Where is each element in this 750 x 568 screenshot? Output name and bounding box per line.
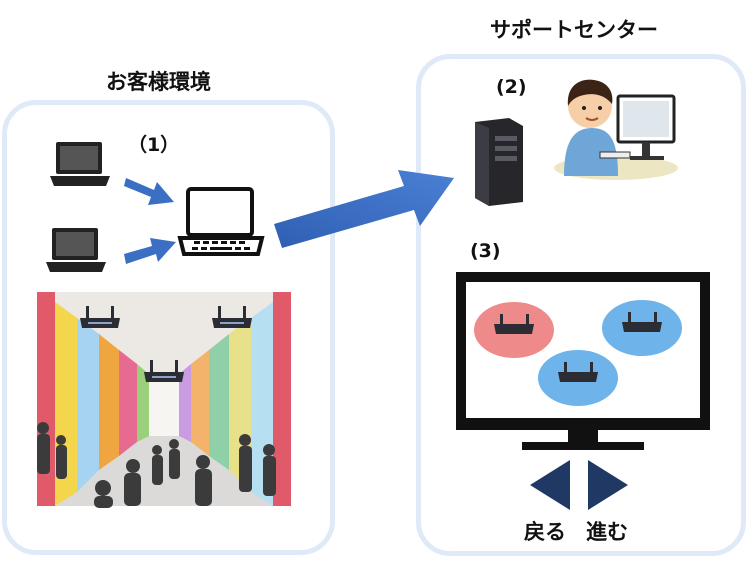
shopping-mall-illustration: [37, 292, 291, 508]
monitoring-display: [456, 272, 710, 450]
client-laptop-icon: [46, 228, 106, 272]
data-transfer-arrow: [274, 170, 454, 248]
customer-environment-title: お客様環境: [106, 70, 211, 94]
step-1-label: （1）: [128, 134, 180, 156]
step-2-label: (2): [496, 76, 527, 98]
main-laptop-icon: [177, 187, 265, 256]
wireless-router-icon: [144, 360, 184, 382]
forward-button[interactable]: 進む: [586, 520, 628, 544]
connect-arrow-icon: [124, 178, 174, 205]
server-tower-icon: [475, 118, 523, 206]
forward-button-icon[interactable]: [588, 460, 628, 510]
back-button-icon[interactable]: [530, 460, 570, 510]
step-3-label: (3): [470, 240, 501, 262]
wireless-router-icon: [212, 306, 252, 328]
client-laptop-icon: [50, 142, 110, 186]
connect-arrow-icon: [124, 238, 176, 264]
back-button[interactable]: 戻る: [524, 520, 566, 544]
support-center-title: サポートセンター: [490, 18, 658, 42]
support-operator-illustration: [554, 79, 678, 180]
wireless-router-icon: [80, 306, 120, 328]
